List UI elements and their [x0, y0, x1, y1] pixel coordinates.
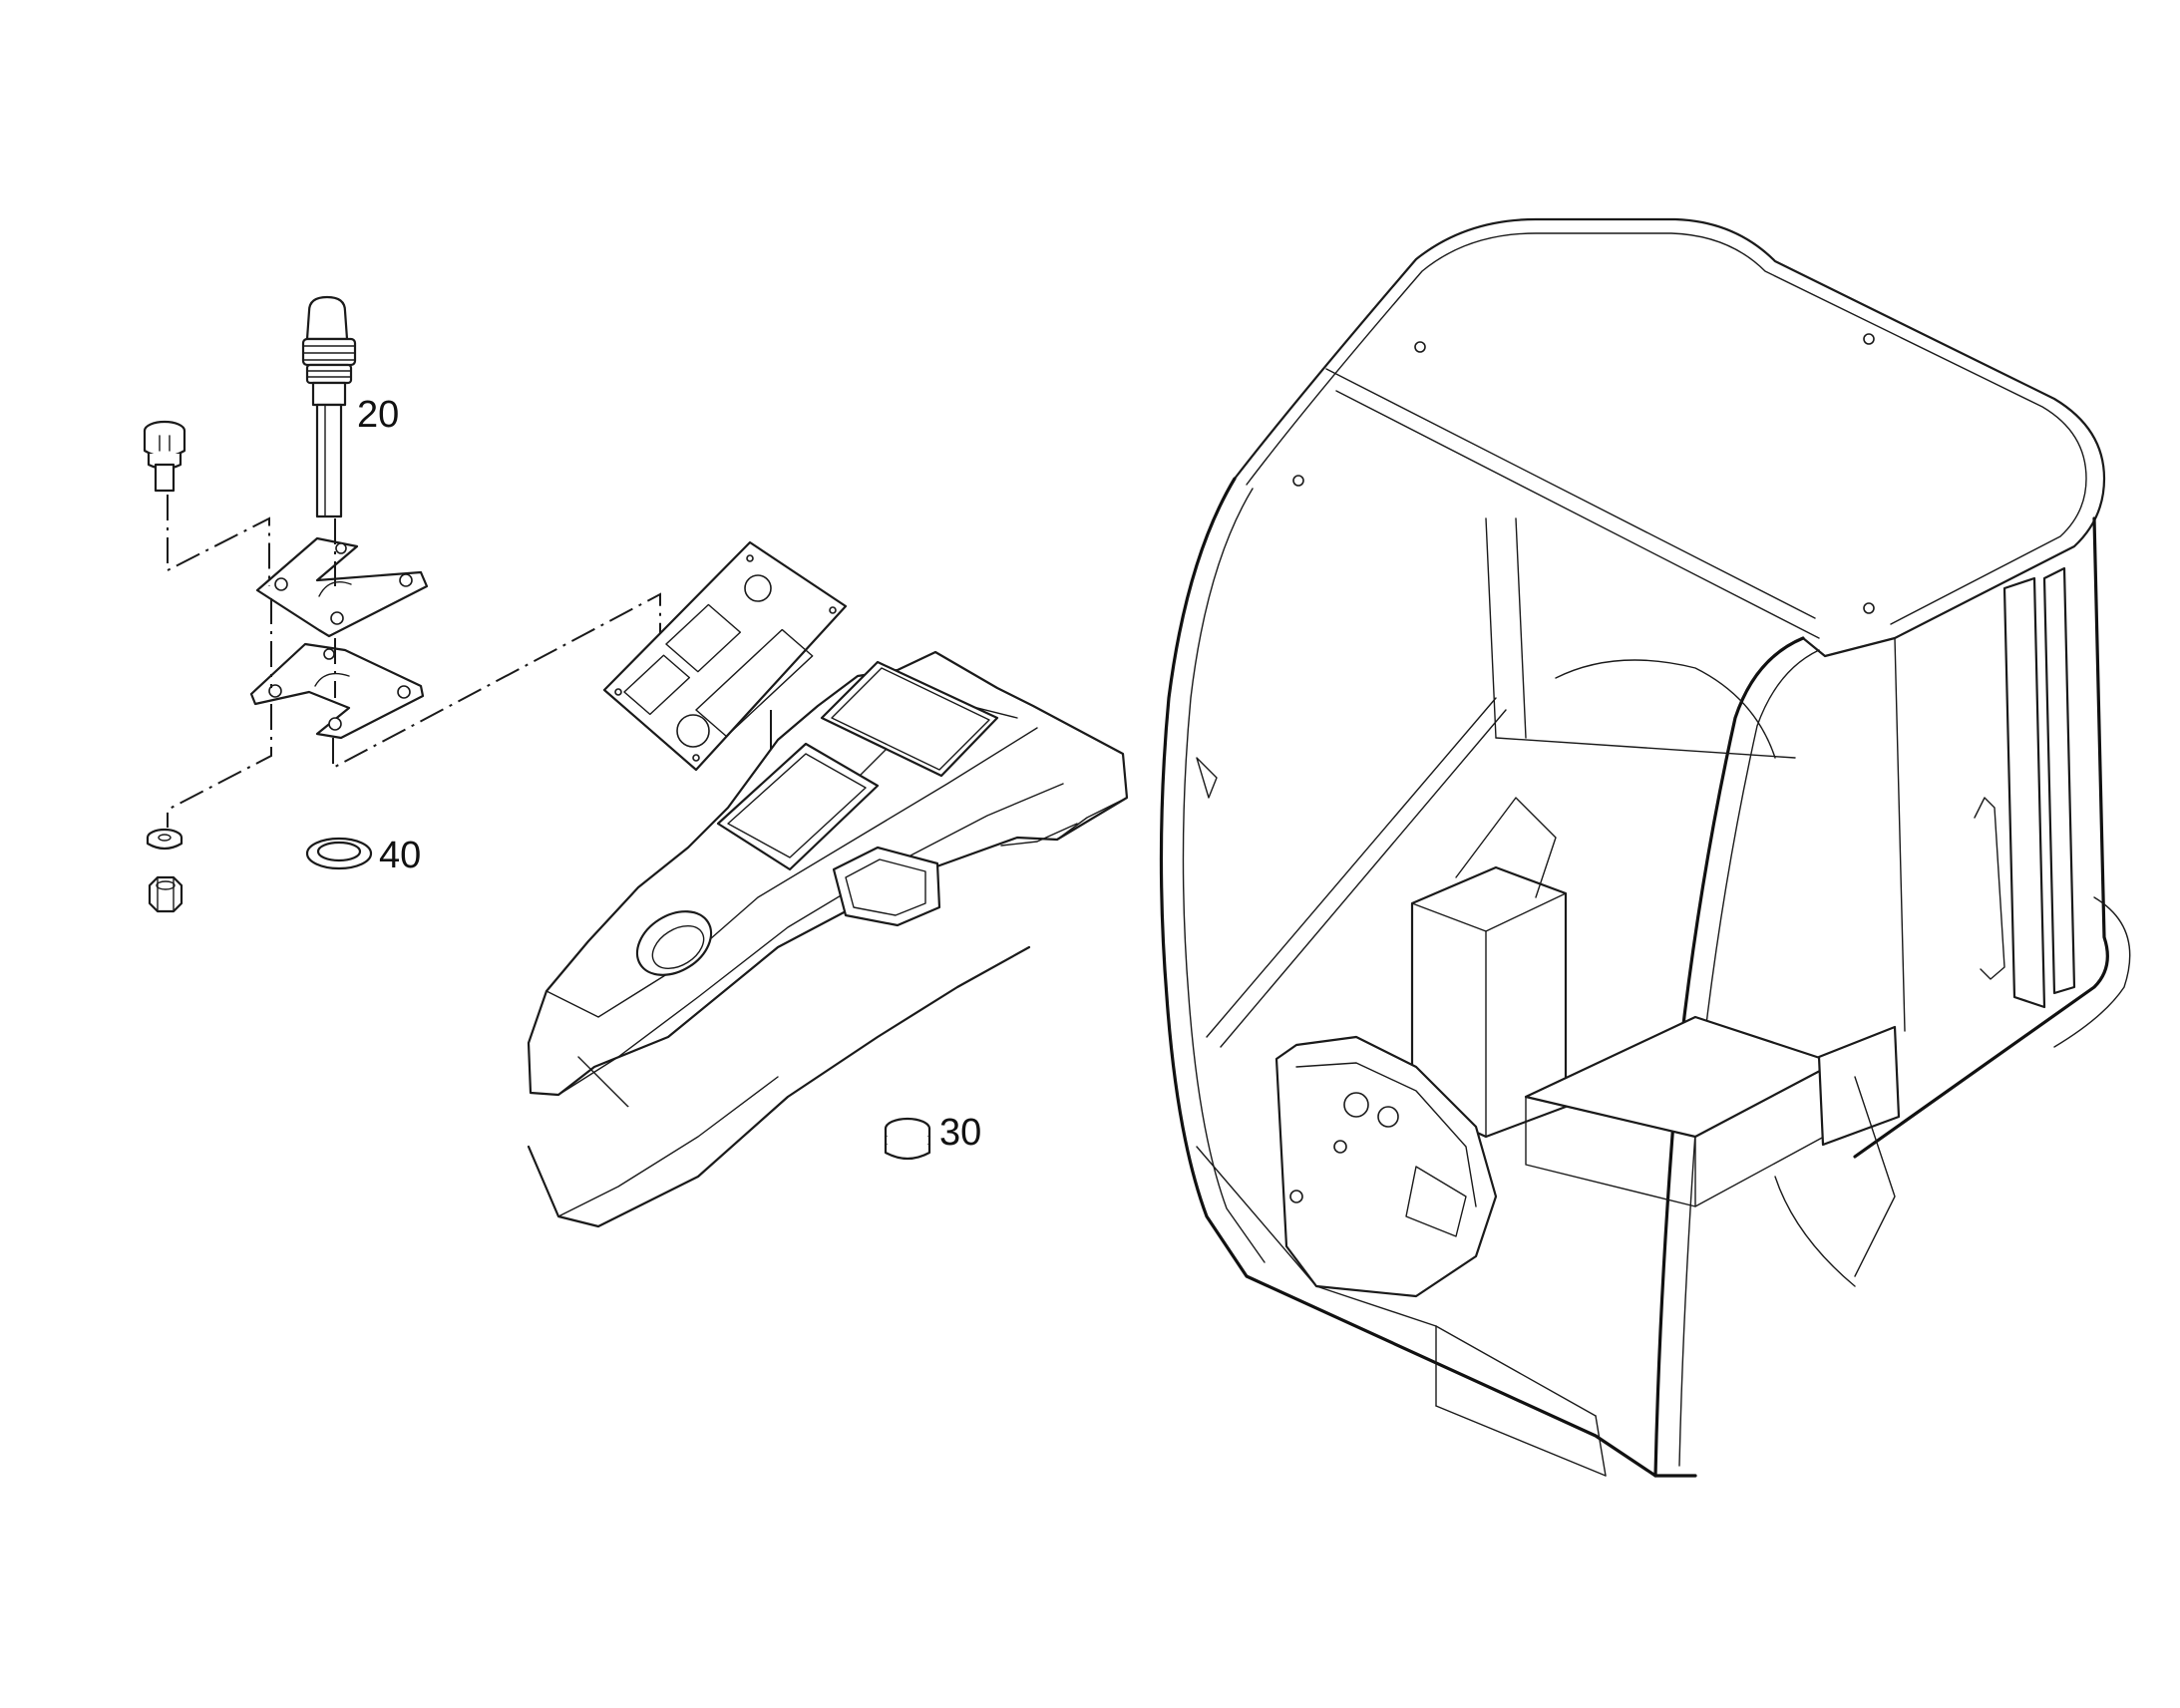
lower-plate-part	[249, 642, 425, 740]
console-gasket-part	[602, 540, 848, 828]
ring-seal-part	[305, 837, 373, 870]
assembly-lines	[167, 495, 661, 828]
nut-part	[148, 875, 183, 913]
gear-lever-part	[301, 295, 357, 518]
washer-part	[146, 828, 183, 851]
bolt-part	[143, 420, 186, 493]
callout-20: 20	[357, 394, 399, 436]
upper-plate-part	[255, 536, 429, 638]
rubber-buffer-part	[884, 1117, 931, 1161]
callout-30: 30	[939, 1112, 981, 1154]
cab-frame-part	[1159, 217, 2131, 1478]
callout-40: 40	[379, 835, 421, 876]
center-console-part	[527, 650, 1129, 1228]
